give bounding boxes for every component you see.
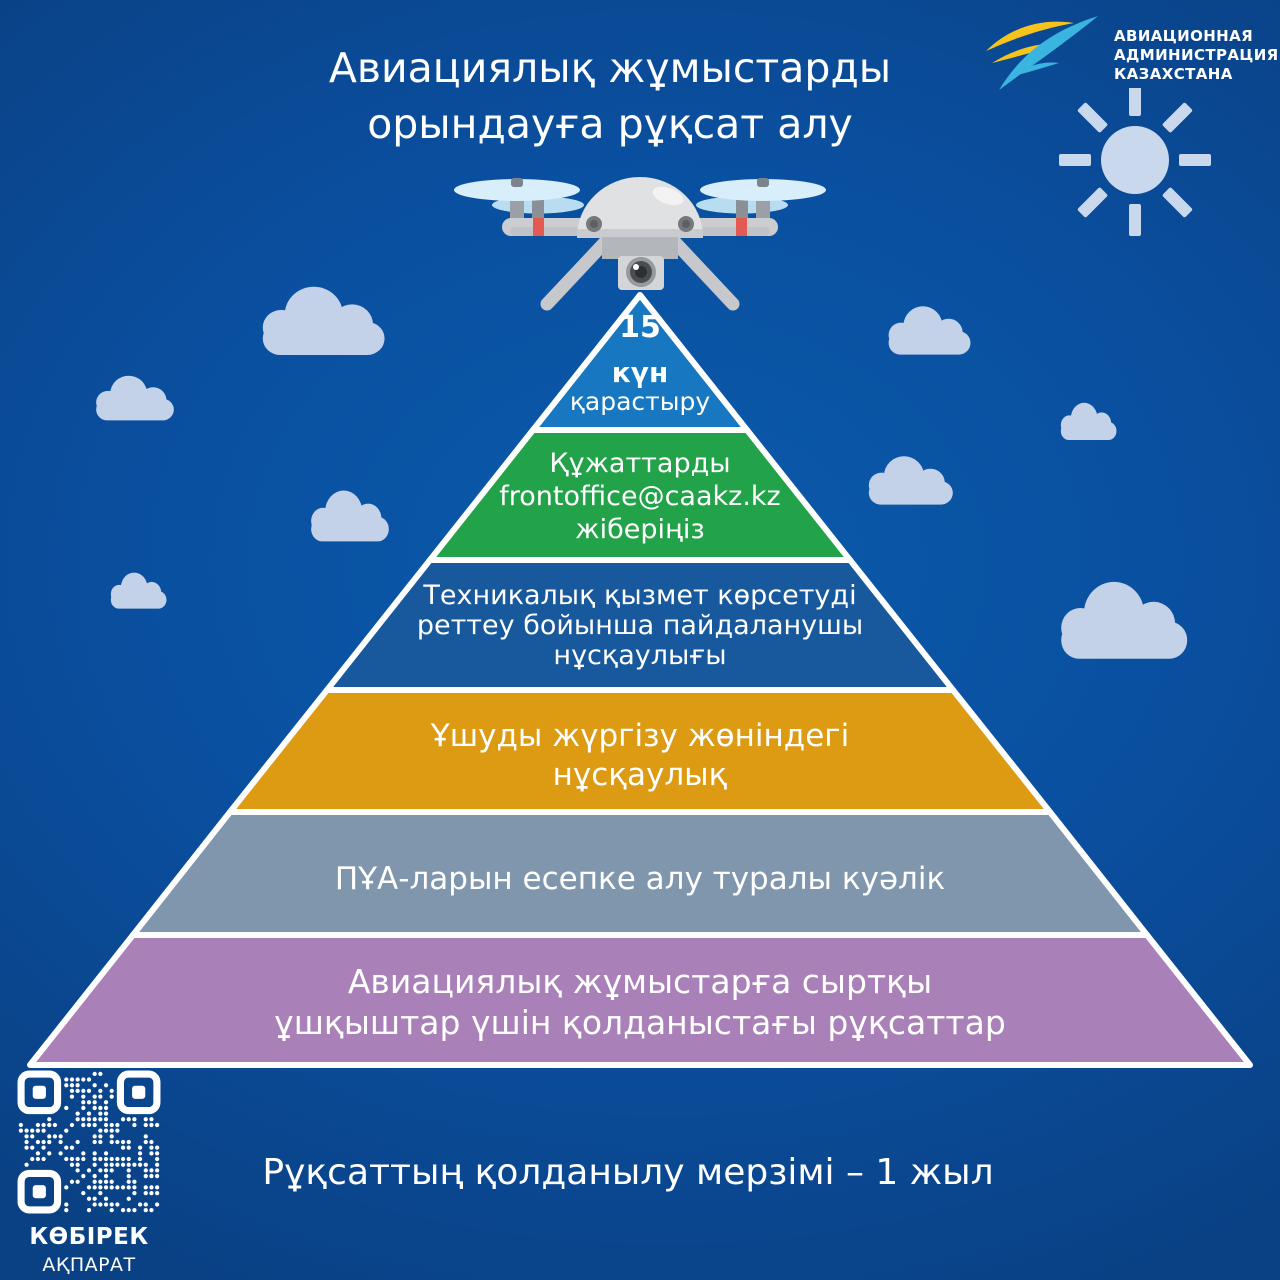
agency-name: АВИАЦИОННАЯ АДМИНИСТРАЦИЯ КАЗАХСТАНА: [1114, 27, 1279, 84]
uav-certificate-line: ПҰА-ларын есепке алу туралы куәлік: [334, 861, 946, 897]
title-line-2: орындауға рұқсат алу: [367, 100, 853, 148]
wing-logo-icon: [986, 16, 1098, 90]
maintenance-manual-line: нұсқаулығы: [553, 640, 727, 671]
page-title: Авиациялық жұмыстарды орындауға рұқсат а…: [0, 40, 1220, 152]
agency-name-line: АВИАЦИОННАЯ: [1114, 27, 1254, 45]
agency-logo: АВИАЦИОННАЯ АДМИНИСТРАЦИЯ КАЗАХСТАНА: [982, 14, 1279, 94]
title-line-1: Авиациялық жұмыстарды: [328, 44, 892, 92]
pyramid-level-external-pilot-permits: [27, 932, 1253, 1068]
qr-caption-line-2: АҚПАРАТ: [42, 1254, 136, 1276]
flight-manual-line: Ұшуды жүргізу жөніндегі: [430, 718, 850, 754]
qr-block: КӨБІРЕК АҚПАРАТ: [15, 1068, 163, 1276]
validity-note: Рұқсаттың қолданылу мерзімі – 1 жыл: [262, 1152, 994, 1193]
level-label-external-pilot-permits: Авиациялық жұмыстарға сыртқы ұшқыштар үш…: [0, 961, 1280, 1043]
external-pilot-permits-line: Авиациялық жұмыстарға сыртқы: [347, 962, 933, 1001]
level-label-review-days: 15 күн қарастыру: [0, 312, 1280, 416]
review-days-caption: қарастыру: [569, 387, 711, 416]
level-label-flight-manual: Ұшуды жүргізу жөніндегі нұсқаулық: [0, 717, 1280, 795]
level-label-send-documents: Құжаттарды frontoffice@caakz.kz жіберіңі…: [0, 447, 1280, 546]
send-documents-email: frontoffice@caakz.kz: [499, 481, 781, 512]
level-label-maintenance-manual: Техникалық қызмет көрсетуді реттеу бойын…: [0, 581, 1280, 671]
agency-name-line: АДМИНИСТРАЦИЯ: [1114, 46, 1279, 64]
sun-icon: [1059, 88, 1211, 236]
review-days-number: 15: [619, 310, 661, 345]
qr-code-icon: [17, 1070, 161, 1214]
maintenance-manual-line: реттеу бойынша пайдаланушы: [416, 610, 864, 641]
external-pilot-permits-line: ұшқыштар үшін қолданыстағы рұқсаттар: [274, 1003, 1006, 1042]
agency-name-line: КАЗАХСТАНА: [1114, 65, 1233, 83]
review-days-unit: күн: [611, 356, 669, 389]
flight-manual-line: нұсқаулық: [552, 757, 728, 793]
send-documents-line: жіберіңіз: [575, 514, 705, 545]
send-documents-line: Құжаттарды: [549, 448, 731, 479]
maintenance-manual-line: Техникалық қызмет көрсетуді: [423, 580, 857, 611]
qr-caption-line-1: КӨБІРЕК: [29, 1224, 149, 1250]
level-label-uav-certificate: ПҰА-ларын есепке алу туралы куәлік: [0, 861, 1280, 897]
drone-icon: [454, 177, 826, 311]
